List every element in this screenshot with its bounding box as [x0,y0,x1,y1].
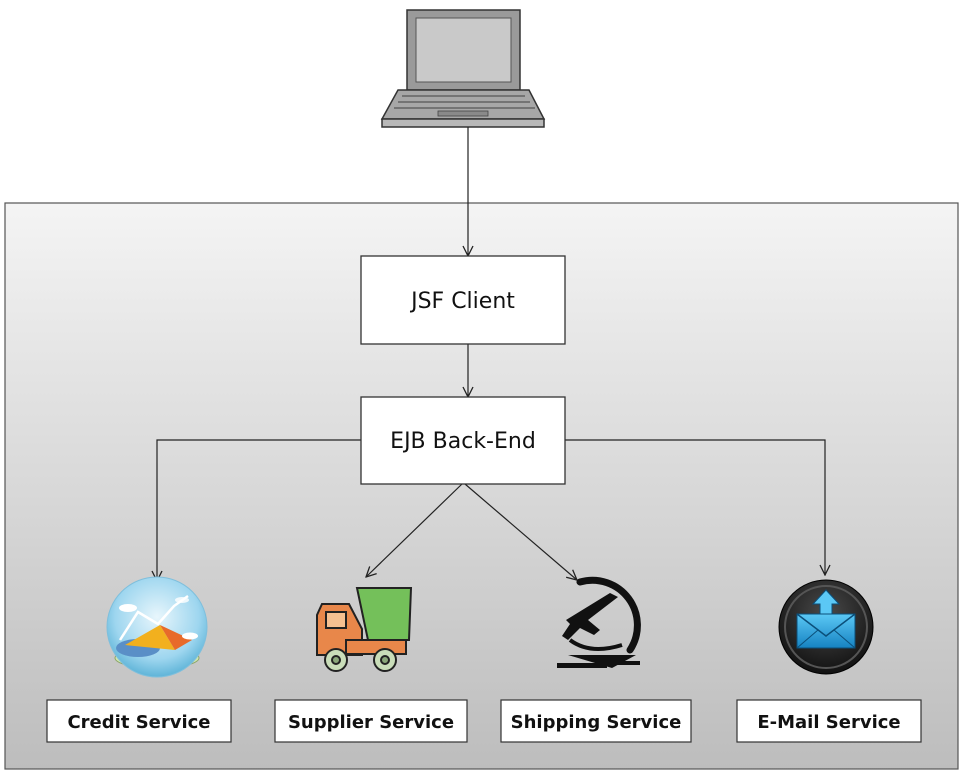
jsf-client-label: JSF Client [409,289,515,314]
edge-ejb-to-credit [157,439,361,581]
service-supplier-node: Supplier Service [274,699,468,743]
laptop-icon [380,9,546,128]
ejb-backend-node: EJB Back-End [360,396,566,485]
credit-chart-icon [106,576,208,678]
ejb-backend-label: EJB Back-End [390,429,536,454]
connector-lines [157,127,825,581]
edge-ejb-to-shipping [464,483,577,580]
credit-service-label: Credit Service [67,712,210,733]
service-shipping-node: Shipping Service [500,699,692,743]
airplane-globe-icon [557,576,641,668]
email-service-label: E-Mail Service [757,712,900,733]
service-credit-node: Credit Service [46,699,232,743]
edge-ejb-to-email [565,439,825,575]
jsf-client-node: JSF Client [360,255,566,345]
supplier-service-label: Supplier Service [288,712,454,733]
edge-ejb-to-supplier [366,483,463,577]
email-envelope-icon [778,579,874,675]
delivery-truck-icon [316,587,413,672]
service-email-node: E-Mail Service [736,699,922,743]
shipping-service-label: Shipping Service [511,712,682,733]
